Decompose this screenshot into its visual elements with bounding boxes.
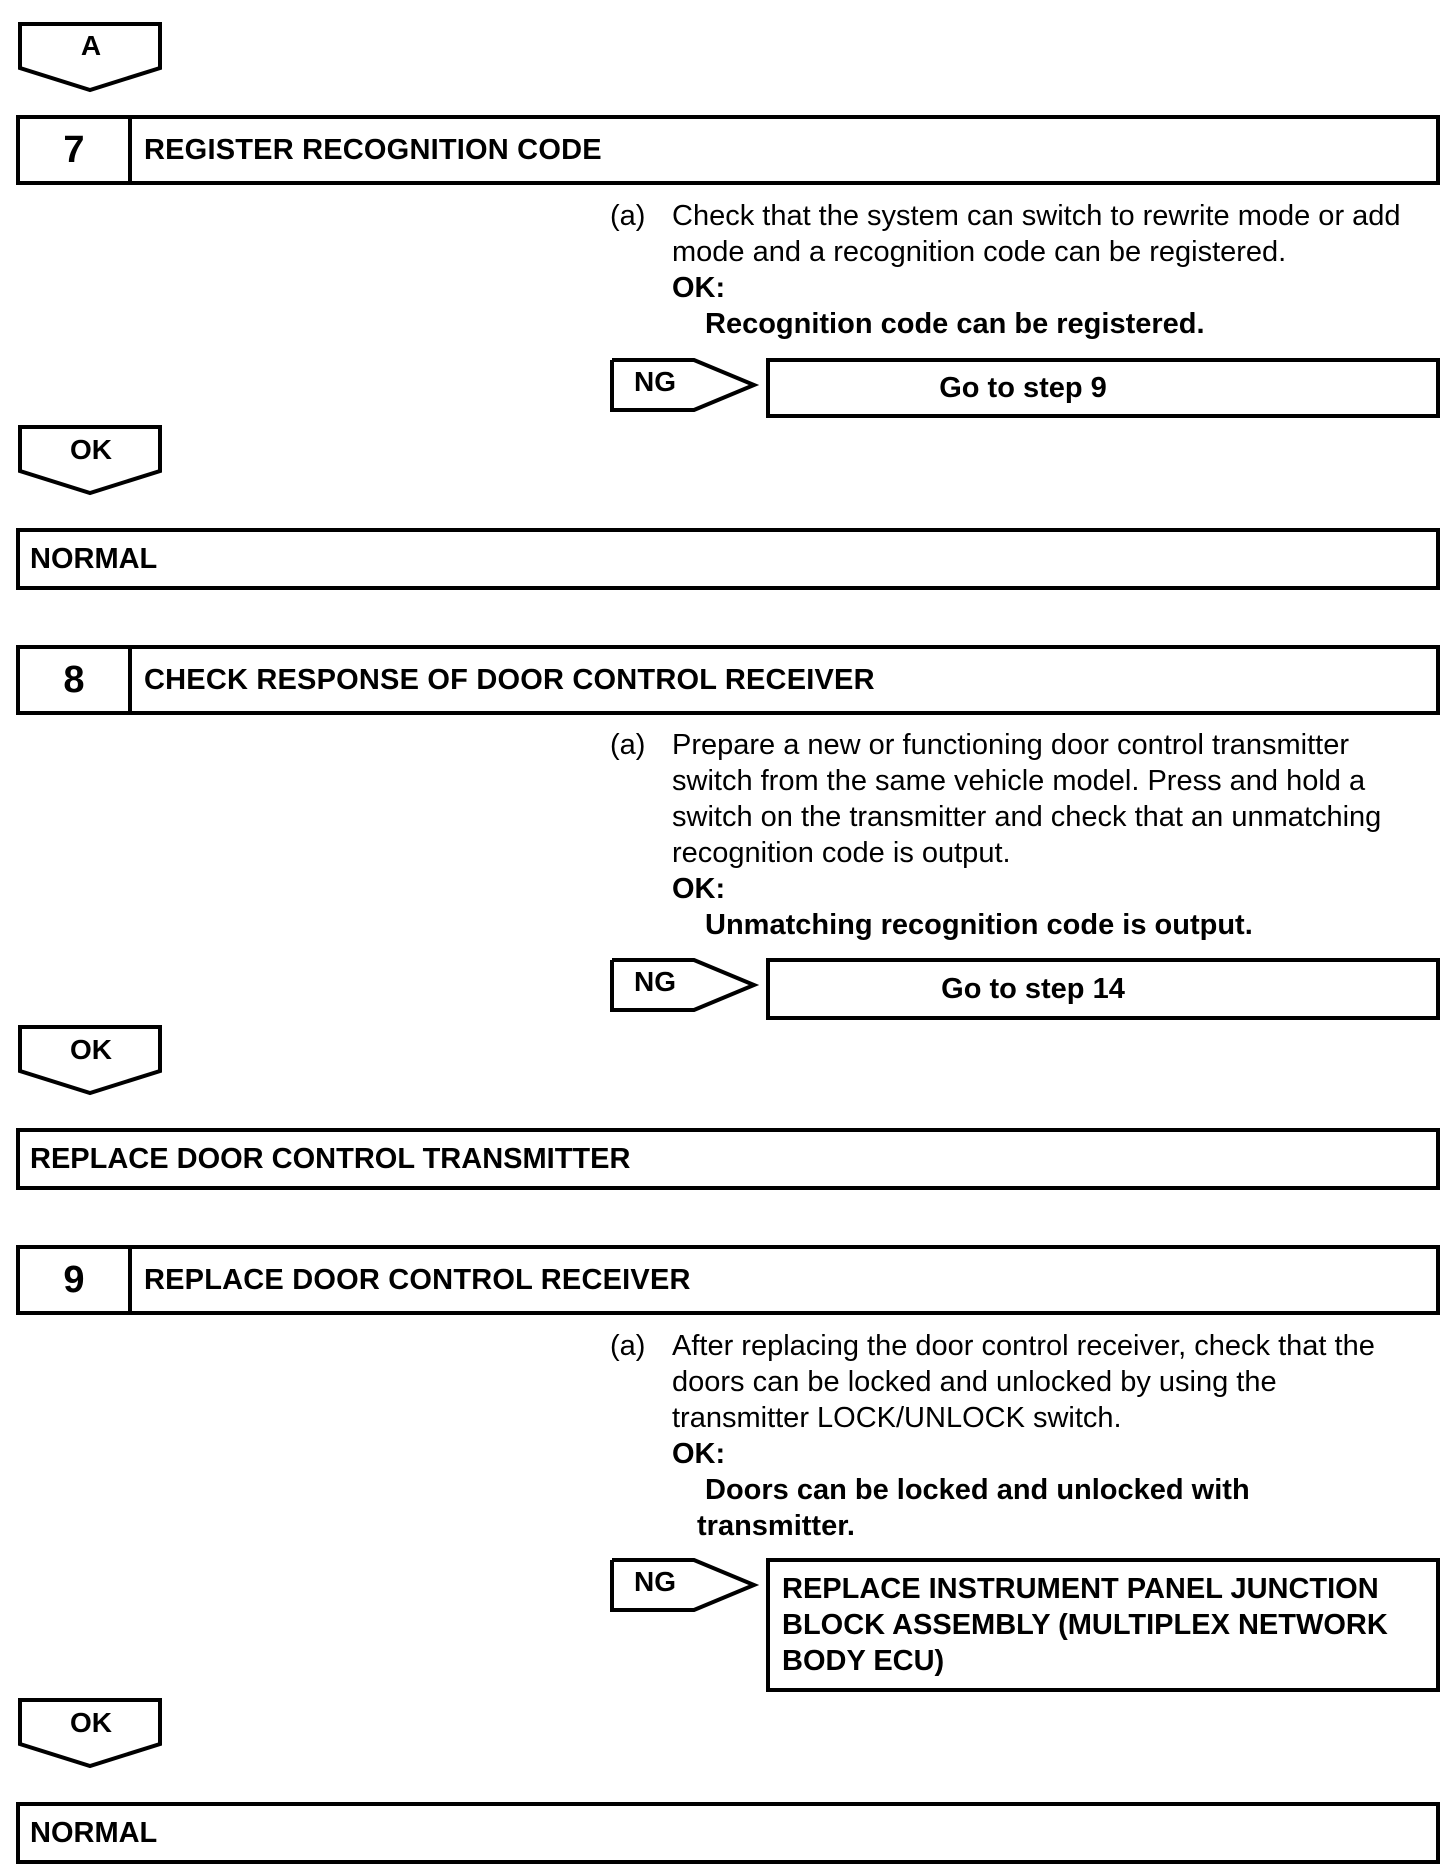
step-9-ng-target: REPLACE INSTRUMENT PANEL JUNCTION BLOCK … xyxy=(766,1558,1440,1692)
connector-a: A xyxy=(18,22,164,93)
instruction-line: doors can be locked and unlocked by usin… xyxy=(672,1366,1277,1398)
ok-result-line: Doors can be locked and unlocked with xyxy=(705,1474,1250,1506)
result-text: NORMAL xyxy=(30,542,158,575)
step-9-header: 9 REPLACE DOOR CONTROL RECEIVER xyxy=(16,1245,1440,1315)
ng-target-line: REPLACE INSTRUMENT PANEL JUNCTION xyxy=(782,1573,1379,1605)
ok-result-line: Unmatching recognition code is output. xyxy=(705,909,1253,941)
step-number: 9 xyxy=(20,1249,132,1311)
instruction-line: Check that the system can switch to rewr… xyxy=(672,200,1401,232)
step-8-ng-target: Go to step 14 xyxy=(766,958,1440,1020)
step-number: 7 xyxy=(20,119,132,181)
step-7-instruction: (a) Check that the system can switch to … xyxy=(610,198,1440,278)
step-8-ok-tag: OK xyxy=(18,1025,164,1096)
ng-label: NG xyxy=(634,966,676,997)
step-9-ng-arrow: NG xyxy=(610,1558,760,1614)
ng-target-text: Go to step 9 xyxy=(939,371,1107,404)
ng-arrow-shape xyxy=(610,358,760,412)
connector-a-label: A xyxy=(80,30,102,61)
instruction-line: recognition code is output. xyxy=(672,837,1011,869)
instruction-text: Prepare a new or functioning door contro… xyxy=(672,727,1381,871)
step-title: CHECK RESPONSE OF DOOR CONTROL RECEIVER xyxy=(144,663,875,696)
ok-result-line: Recognition code can be registered. xyxy=(705,308,1205,340)
step-9-ok-tag: OK xyxy=(18,1698,164,1769)
ng-label: NG xyxy=(634,1566,676,1597)
step-8-ok-result: Unmatching recognition code is output. xyxy=(705,907,1253,943)
ok-result-line: transmitter. xyxy=(697,1510,855,1542)
step-title: REPLACE DOOR CONTROL RECEIVER xyxy=(144,1263,691,1296)
step-number: 8 xyxy=(20,649,132,711)
step-8-ok-label: OK: xyxy=(672,873,726,905)
instruction-line: Prepare a new or functioning door contro… xyxy=(672,729,1350,761)
item-label: (a) xyxy=(610,729,646,761)
step-7-ng-target: Go to step 9 xyxy=(766,358,1440,418)
instruction-line: switch from the same vehicle model. Pres… xyxy=(672,765,1366,797)
step-9-ok-result: Doors can be locked and unlocked with tr… xyxy=(697,1472,1250,1544)
step-8-instruction: (a) Prepare a new or functioning door co… xyxy=(610,727,1440,877)
ok-tag-shape xyxy=(18,1698,162,1769)
step-9-ok-label: OK: xyxy=(672,1438,726,1470)
step-7-ok-label: OK: xyxy=(672,272,726,304)
ok-tag-shape xyxy=(18,425,162,496)
connector-a-shape xyxy=(18,22,162,93)
step-8-header: 8 CHECK RESPONSE OF DOOR CONTROL RECEIVE… xyxy=(16,645,1440,715)
step-title: REGISTER RECOGNITION CODE xyxy=(144,133,602,166)
instruction-line: mode and a recognition code can be regis… xyxy=(672,236,1287,268)
ng-target-text: REPLACE INSTRUMENT PANEL JUNCTION BLOCK … xyxy=(782,1571,1388,1679)
ok-tag-label: OK xyxy=(70,1707,112,1738)
ng-label: NG xyxy=(634,366,676,397)
step-7-ng-arrow: NG xyxy=(610,358,760,414)
instruction-text: Check that the system can switch to rewr… xyxy=(672,198,1401,270)
step-7-header: 7 REGISTER RECOGNITION CODE xyxy=(16,115,1440,185)
ng-target-text: Go to step 14 xyxy=(941,972,1125,1005)
step-9-result: NORMAL xyxy=(16,1802,1440,1864)
instruction-line: switch on the transmitter and check that… xyxy=(672,801,1382,833)
step-8-result: REPLACE DOOR CONTROL TRANSMITTER xyxy=(16,1128,1440,1190)
ng-arrow-shape xyxy=(610,958,760,1012)
instruction-text: After replacing the door control receive… xyxy=(672,1328,1375,1436)
item-label: (a) xyxy=(610,1330,646,1362)
result-text: NORMAL xyxy=(30,1816,158,1849)
ok-tag-label: OK xyxy=(70,1034,112,1065)
instruction-line: After replacing the door control receive… xyxy=(672,1330,1375,1362)
ok-tag-label: OK xyxy=(70,434,112,465)
step-8-ng-arrow: NG xyxy=(610,958,760,1014)
ng-target-line: BODY ECU) xyxy=(782,1645,945,1677)
item-label: (a) xyxy=(610,200,646,232)
instruction-line: transmitter LOCK/UNLOCK switch. xyxy=(672,1402,1122,1434)
step-9-instruction: (a) After replacing the door control rec… xyxy=(610,1328,1440,1440)
result-text: REPLACE DOOR CONTROL TRANSMITTER xyxy=(30,1142,631,1175)
ok-tag-shape xyxy=(18,1025,162,1096)
step-7-result: NORMAL xyxy=(16,528,1440,590)
ng-arrow-shape xyxy=(610,1558,760,1612)
ng-target-line: BLOCK ASSEMBLY (MULTIPLEX NETWORK xyxy=(782,1609,1388,1641)
step-7-ok-result: Recognition code can be registered. xyxy=(705,306,1205,342)
step-7-ok-tag: OK xyxy=(18,425,164,496)
